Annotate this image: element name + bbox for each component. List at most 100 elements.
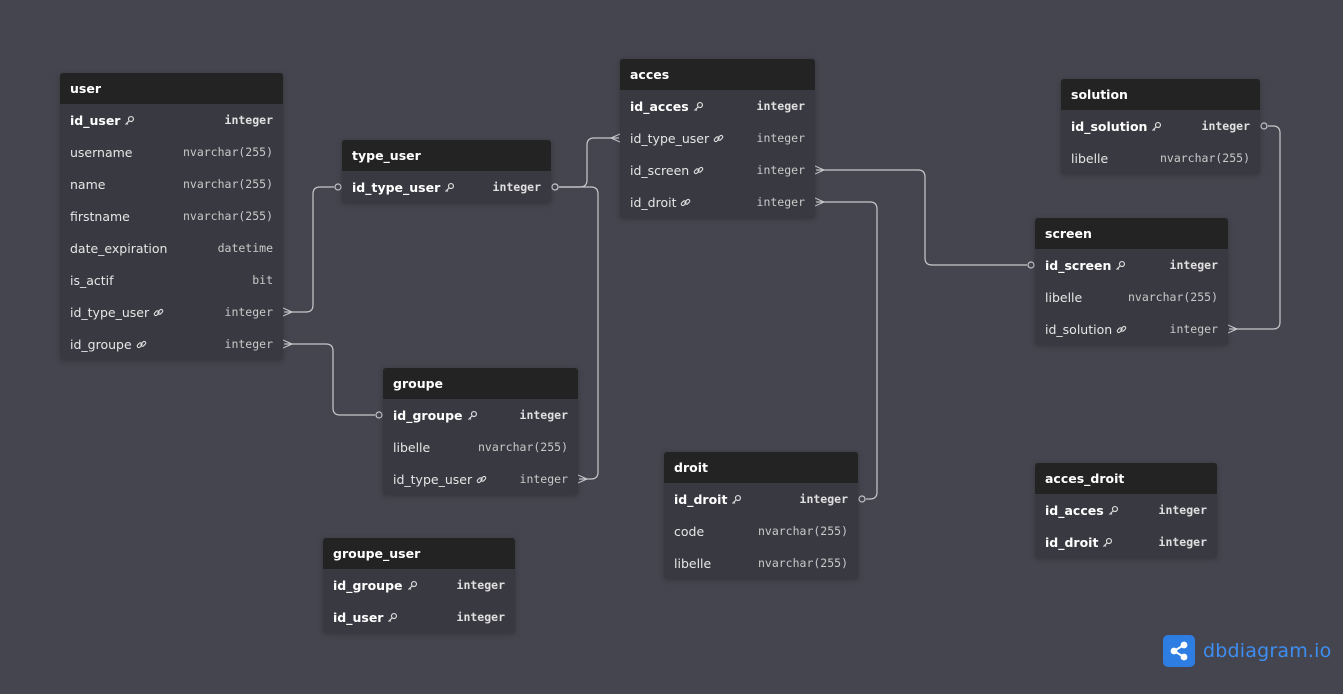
one-marker	[375, 411, 383, 419]
field-type: integer	[456, 610, 505, 624]
key-icon	[467, 410, 478, 421]
table-header[interactable]: type_user	[342, 140, 551, 171]
field-type: integer	[519, 408, 568, 422]
one-marker	[858, 495, 866, 503]
field-name-text: firstname	[70, 208, 130, 224]
field-name: id_user	[333, 610, 398, 625]
table-header[interactable]: solution	[1061, 79, 1260, 110]
relationship-line	[284, 186, 334, 313]
field-row[interactable]: id_droit integer	[620, 186, 815, 218]
field-row[interactable]: name nvarchar(255)	[60, 168, 283, 200]
field-name-text: libelle	[1045, 289, 1083, 305]
field-type: nvarchar(255)	[182, 209, 273, 223]
field-row[interactable]: date_expiration datetime	[60, 232, 283, 264]
many-marker	[610, 133, 621, 143]
key-icon	[387, 612, 398, 623]
field-row[interactable]: libelle nvarchar(255)	[1035, 281, 1228, 313]
table-header[interactable]: user	[60, 73, 283, 104]
table-header[interactable]: groupe	[383, 368, 578, 399]
relationship-line	[559, 137, 619, 188]
field-name: id_acces	[1045, 503, 1119, 518]
one-marker	[334, 183, 342, 191]
field-name: id_type_user	[352, 180, 455, 195]
field-name-text: id_solution	[1071, 118, 1148, 134]
field-name: id_droit	[630, 195, 691, 210]
field-type: integer	[756, 163, 805, 177]
field-name: id_groupe	[333, 578, 418, 593]
table-header[interactable]: screen	[1035, 218, 1228, 249]
field-name-text: code	[674, 523, 705, 539]
key-icon	[1151, 121, 1162, 132]
field-type: datetime	[217, 241, 273, 255]
field-row[interactable]: firstname nvarchar(255)	[60, 200, 283, 232]
field-name-text: name	[70, 176, 106, 192]
field-name: date_expiration	[70, 241, 167, 256]
many-marker	[814, 165, 825, 175]
key-icon	[1108, 505, 1119, 516]
field-name: is_actif	[70, 273, 114, 288]
field-name: libelle	[393, 440, 430, 455]
field-name-text: id_type_user	[70, 304, 150, 320]
key-icon	[1102, 537, 1113, 548]
brand-text: dbdiagram.io	[1203, 640, 1332, 662]
field-row[interactable]: id_groupe integer	[323, 569, 515, 601]
field-type: integer	[224, 113, 273, 127]
field-name-text: id_user	[70, 112, 121, 128]
field-row[interactable]: id_user integer	[323, 601, 515, 633]
field-type: integer	[799, 492, 848, 506]
field-name: id_droit	[1045, 535, 1113, 550]
table-header[interactable]: acces_droit	[1035, 463, 1217, 494]
field-row[interactable]: id_droit integer	[1035, 526, 1217, 558]
field-row[interactable]: id_solution integer	[1061, 110, 1260, 142]
many-marker	[282, 339, 293, 349]
field-name-text: id_user	[333, 609, 384, 625]
field-type: nvarchar(255)	[182, 177, 273, 191]
field-type: integer	[756, 195, 805, 209]
field-type: nvarchar(255)	[477, 440, 568, 454]
key-icon	[444, 182, 455, 193]
field-name-text: is_actif	[70, 272, 114, 288]
field-type: nvarchar(255)	[1127, 290, 1218, 304]
field-name-text: id_type_user	[393, 471, 473, 487]
field-type: integer	[1158, 535, 1207, 549]
field-row[interactable]: id_acces integer	[1035, 494, 1217, 526]
field-row[interactable]: id_user integer	[60, 104, 283, 136]
many-marker	[1227, 324, 1238, 334]
field-type: integer	[456, 578, 505, 592]
field-row[interactable]: libelle nvarchar(255)	[383, 431, 578, 463]
field-type: integer	[1158, 503, 1207, 517]
key-icon	[693, 101, 704, 112]
field-type: integer	[1201, 119, 1250, 133]
table-header[interactable]: acces	[620, 59, 815, 90]
table-header[interactable]: groupe_user	[323, 538, 515, 569]
table-header[interactable]: droit	[664, 452, 858, 483]
field-name: libelle	[1045, 290, 1082, 305]
brand-watermark[interactable]: dbdiagram.io	[1163, 635, 1331, 667]
